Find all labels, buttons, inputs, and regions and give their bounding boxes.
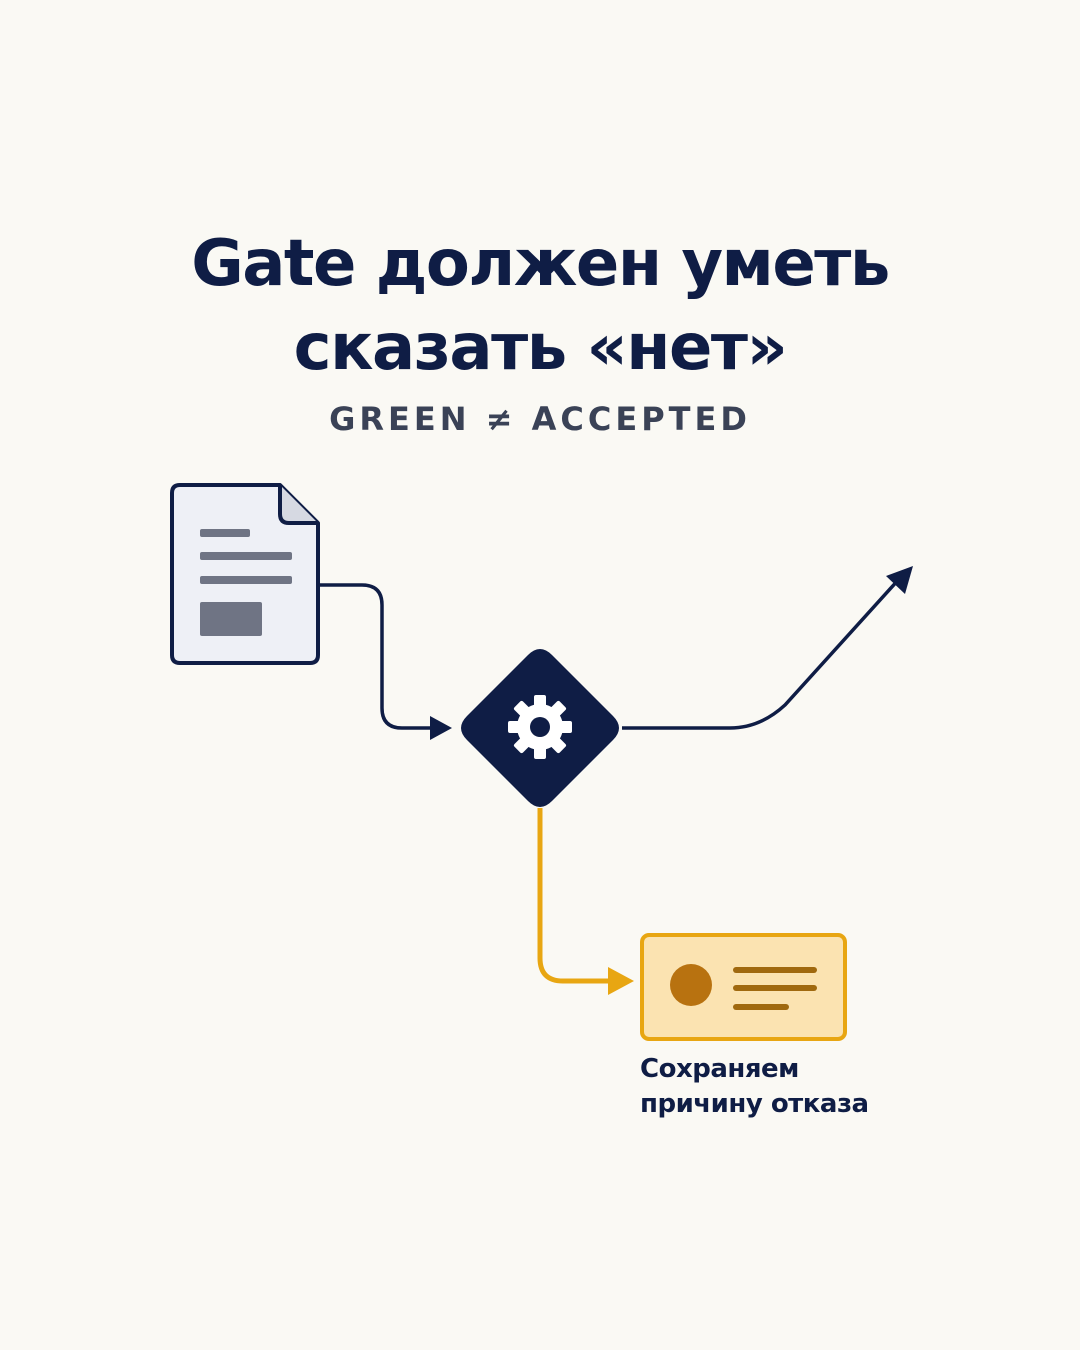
reject-connector (537, 808, 610, 984)
title-line-1: Gate должен уметь (191, 227, 890, 301)
accept-connector (622, 576, 902, 730)
reject-caption-line-2: причину отказа (640, 1089, 869, 1119)
subtitle: GREEN ≠ ACCEPTED (329, 400, 751, 438)
reject-caption: Сохраняем причину отказа (640, 1052, 940, 1122)
gate-node (461, 649, 619, 807)
reject-caption-line-1: Сохраняем (640, 1054, 799, 1084)
title-line-2: сказать «нет» (293, 311, 788, 385)
reject-arrowhead (608, 967, 634, 995)
record-card-icon (640, 933, 847, 1041)
page-title: Gate должен уметь сказать «нет» (0, 222, 1080, 390)
gear-icon (508, 695, 572, 759)
input-arrowhead (430, 716, 452, 740)
arrow-up-right-icon (886, 566, 913, 594)
input-connector (320, 583, 432, 730)
document-icon (170, 483, 320, 665)
